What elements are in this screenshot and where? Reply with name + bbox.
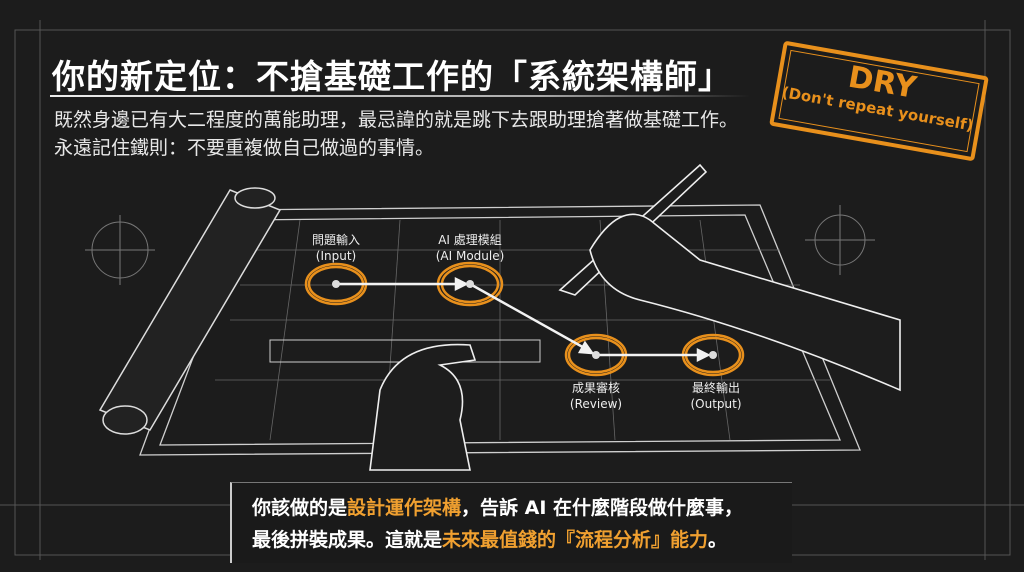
subtitle-line-1: 既然身邊已有大二程度的萬能助理，最忌諱的就是跳下去跟助理搶著做基礎工作。 [54, 109, 739, 131]
summary-box: 你該做的是設計運作架構，告訴 AI 在什麼階段做什麼事， 最後拼裝成果。這就是未… [230, 482, 792, 563]
stamp-sub: (Don't repeat yourself) [780, 83, 975, 135]
node-label-input: 問題輸入 (Input) [300, 232, 372, 264]
flow-arrows [336, 276, 711, 363]
rolled-paper [98, 187, 282, 435]
node-zh: 成果審核 [571, 381, 620, 395]
text: 最後拼裝成果。這就是 [252, 529, 443, 551]
text: 。 [708, 529, 728, 551]
text: 你該做的是 [252, 497, 348, 519]
node-label-ai-module: AI 處理模組 (AI Module) [425, 232, 515, 264]
node-en: (Output) [690, 397, 742, 411]
node-en: (AI Module) [435, 249, 505, 263]
node-zh: 最終輸出 [691, 381, 740, 395]
node-zh: 問題輸入 [311, 233, 360, 247]
text: ，告訴 AI 在什麼階段做什麼事， [461, 497, 744, 519]
highlight: 未來最值錢的『流程分析』能力 [442, 529, 709, 551]
node-label-output: 最終輸出 (Output) [680, 380, 752, 412]
summary-line-1: 你該做的是設計運作架構，告訴 AI 在什麼階段做什麼事， [252, 493, 743, 520]
node-zh: AI 處理模組 [438, 233, 502, 247]
subtitle: 既然身邊已有大二程度的萬能助理，最忌諱的就是跳下去跟助理搶著做基礎工作。 永遠記… [54, 106, 738, 162]
hand-left [369, 343, 477, 471]
node-label-review: 成果審核 (Review) [560, 380, 632, 412]
summary-line-2: 最後拼裝成果。這就是未來最值錢的『流程分析』能力。 [252, 525, 727, 552]
compass-rose [85, 205, 875, 285]
title-divider [50, 95, 750, 97]
highlight: 設計運作架構 [347, 497, 462, 519]
node-en: (Input) [315, 249, 357, 263]
subtitle-line-2: 永遠記住鐵則：不要重複做自己做過的事情。 [54, 137, 435, 159]
node-en: (Review) [569, 397, 623, 411]
page-title: 你的新定位：不搶基礎工作的「系統架構師」 [52, 57, 732, 96]
hand-right-with-pen [558, 163, 901, 392]
